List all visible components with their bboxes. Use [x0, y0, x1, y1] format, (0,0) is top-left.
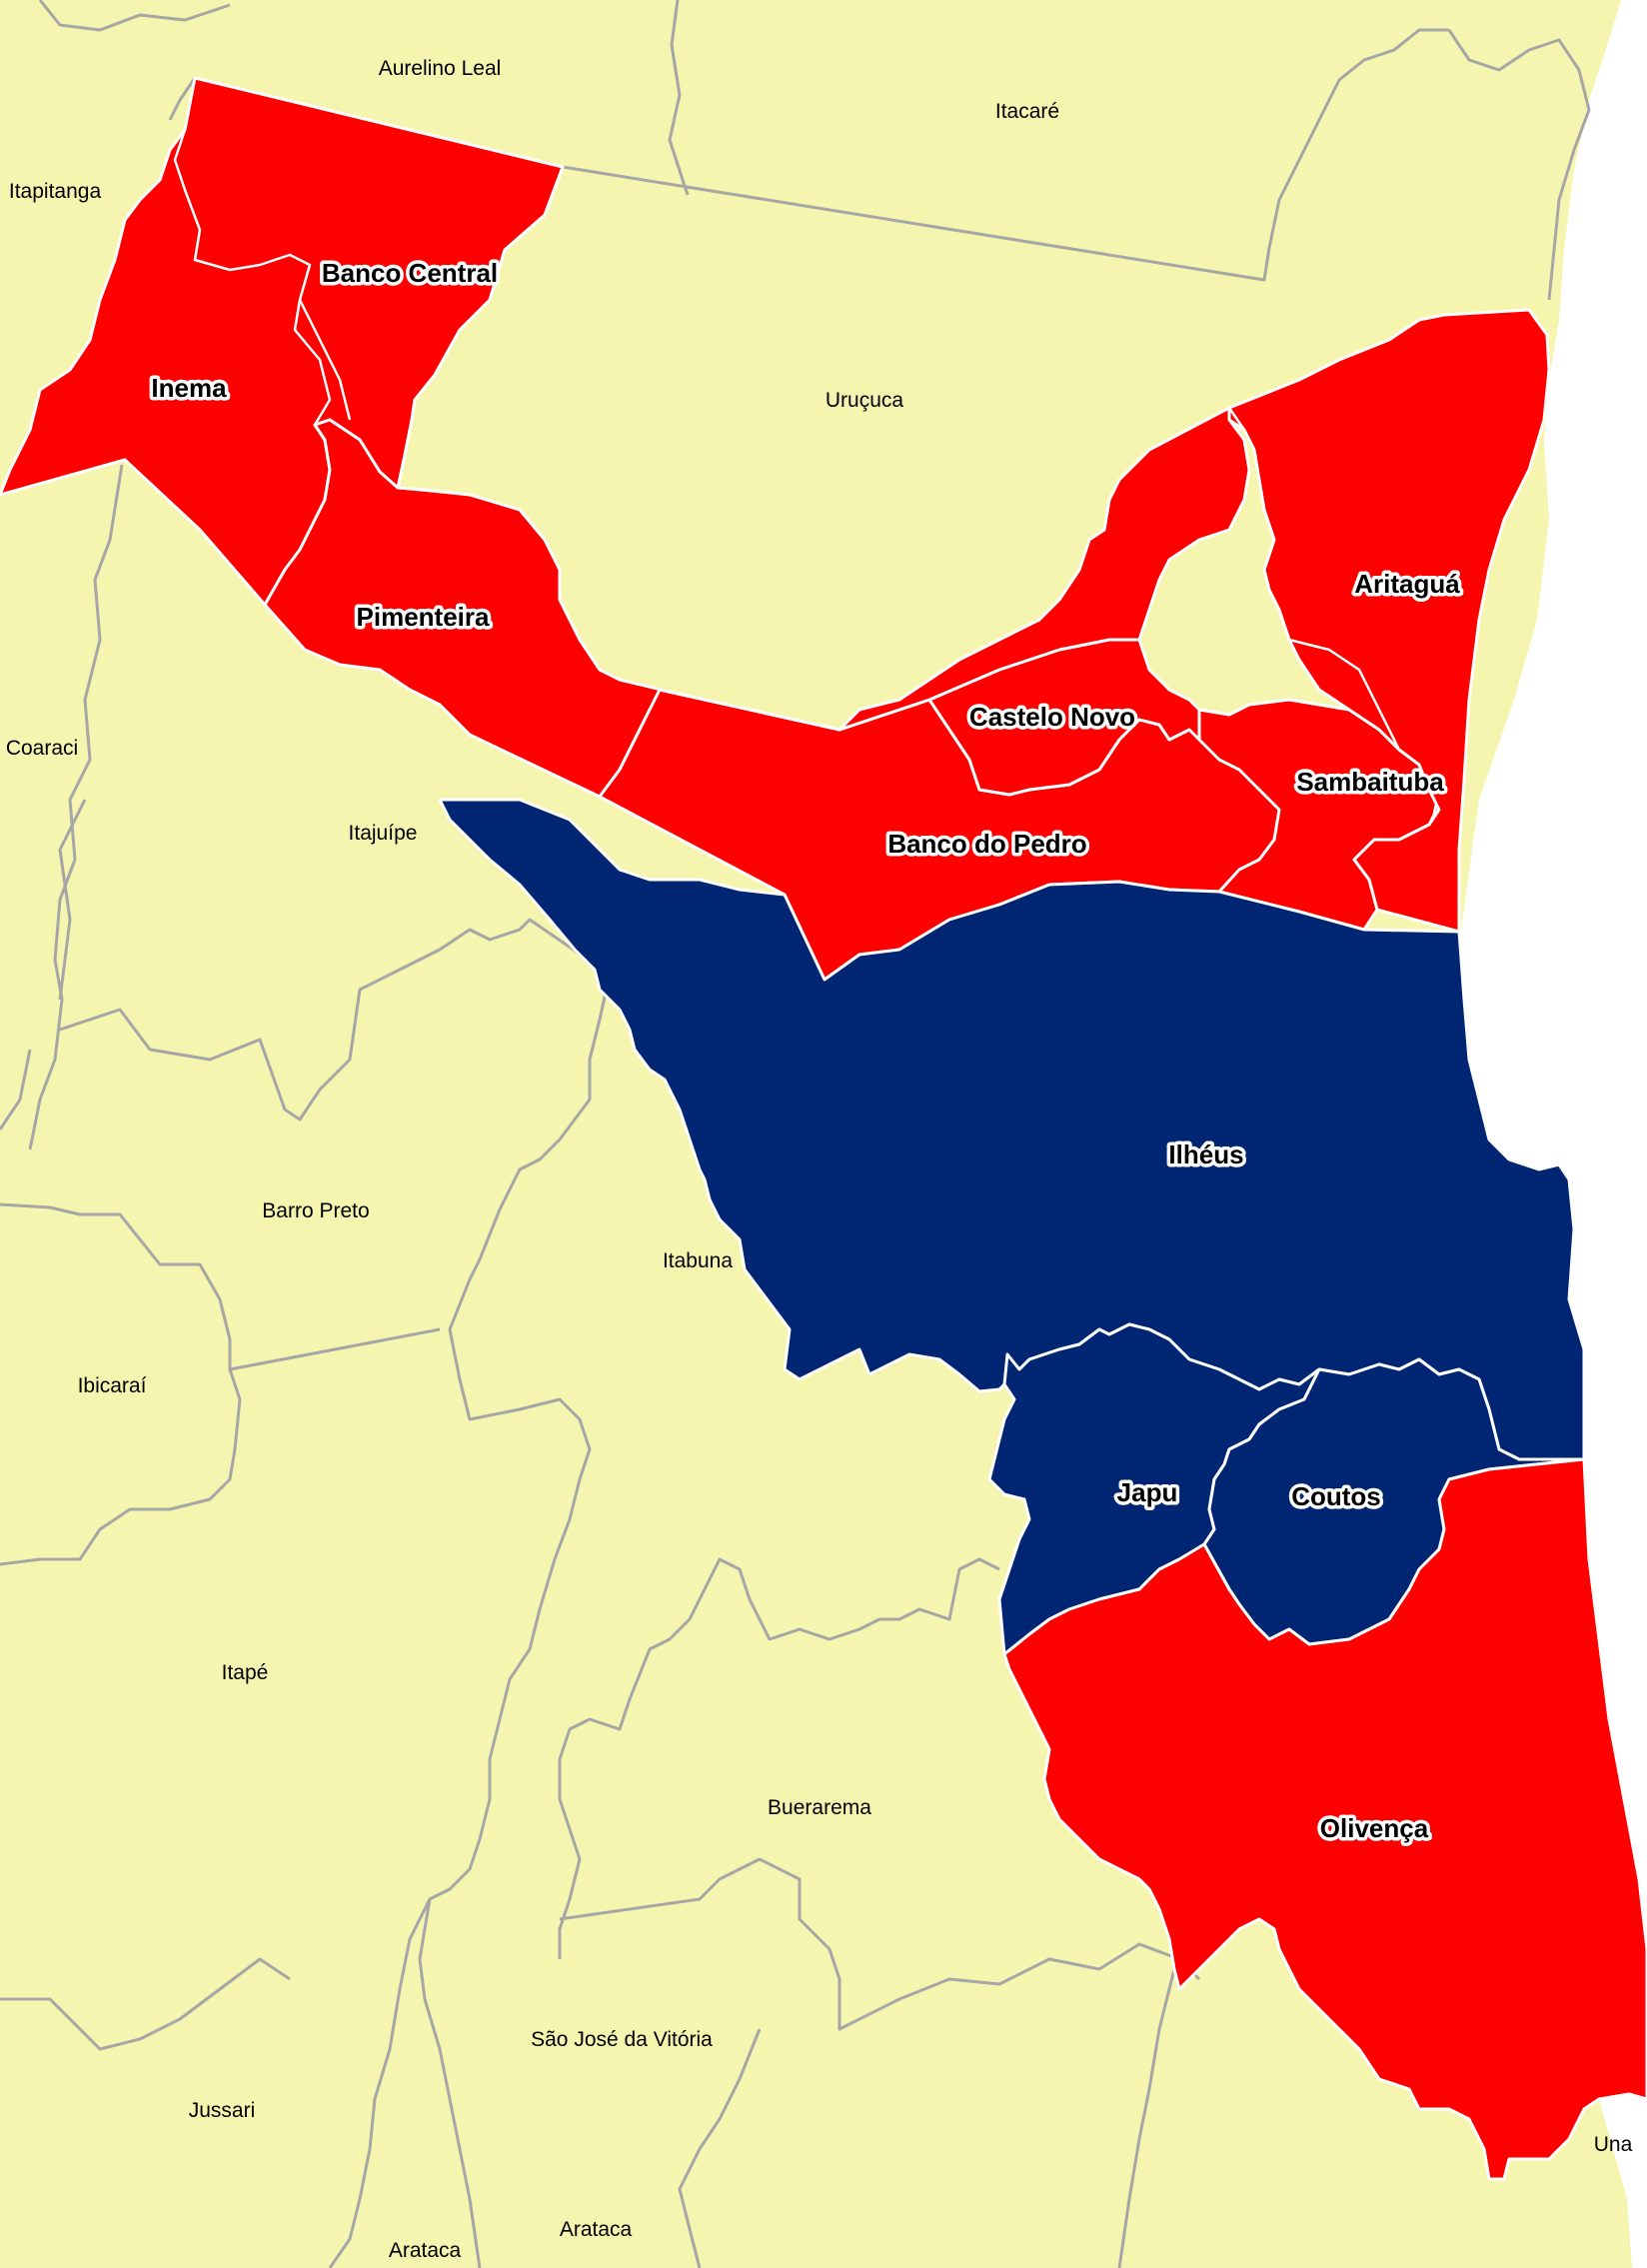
label-ibicarai: Ibicaraí — [78, 1374, 147, 1397]
border-itapitanga-north — [38, 0, 231, 32]
district-internal-borders — [173, 129, 1401, 1590]
label-arataca-2: Arataca — [389, 2239, 462, 2262]
label-coutos: Coutos — [1291, 1481, 1381, 1511]
border-ibicarai-itape — [0, 1368, 242, 1566]
border-barropreto-ibicarai — [0, 1202, 441, 1371]
label-coaraci: Coaraci — [6, 737, 78, 760]
label-barro-preto: Barro Preto — [262, 1199, 369, 1222]
label-olivenca: Olivença — [1320, 1813, 1429, 1843]
neighbor-labels: Aurelino Leal Itacaré Itapitanga Uruçuca… — [6, 57, 1633, 2262]
border-buerarema-sjv — [559, 1857, 1201, 2031]
border-aurelino-itacare — [668, 0, 690, 196]
label-banco-central: Banco Central — [322, 258, 498, 288]
label-banco-do-pedro: Banco do Pedro — [887, 829, 1086, 859]
label-urucuca: Uruçuca — [825, 389, 904, 412]
label-itacare: Itacaré — [995, 100, 1059, 123]
label-itajuipe: Itajuípe — [349, 822, 418, 845]
label-ilheus: Ilhéus — [1168, 1139, 1243, 1169]
label-itape: Itapé — [222, 1661, 269, 1684]
border-barropreto-itabuna — [448, 974, 612, 1480]
border-jussari-north — [0, 1957, 291, 2051]
label-aurelino-leal: Aurelino Leal — [379, 57, 502, 80]
district-castelo-novo-west[interactable] — [659, 406, 1251, 732]
label-pimenteira: Pimenteira — [357, 602, 490, 632]
label-japu: Japu — [1117, 1477, 1178, 1507]
district-labels: Banco Central Inema Pimenteira Aritaguá … — [148, 255, 1464, 1847]
border-aurelino-itapitanga — [168, 77, 197, 121]
label-jussari: Jussari — [189, 2099, 256, 2122]
border-coaraci-west — [28, 464, 124, 1150]
label-una: Una — [1594, 2133, 1633, 2156]
label-castelo-novo: Castelo Novo — [969, 702, 1135, 732]
label-sao-jose-da-vitoria: São José da Vitória — [531, 2028, 713, 2051]
border-barro-preto-west — [0, 1049, 32, 1131]
municipal-borders — [0, 0, 1591, 2268]
label-buerarema: Buerarema — [768, 1796, 871, 1819]
border-itacare-east — [1447, 29, 1591, 301]
label-itabuna: Itabuna — [663, 1249, 733, 1272]
label-inema: Inema — [151, 373, 227, 403]
border-itacare-urucuca — [562, 28, 1449, 282]
label-itapitanga: Itapitanga — [9, 180, 102, 203]
border-una-north — [1117, 1968, 1176, 2268]
border-sjv-arataca — [678, 2028, 762, 2268]
districts — [0, 76, 1647, 2181]
label-sambaituba: Sambaituba — [1296, 767, 1444, 797]
label-arataca-1: Arataca — [560, 2218, 633, 2241]
border-coaraci-itajuipe — [58, 799, 87, 1001]
district-olivenca[interactable] — [1002, 1457, 1647, 2181]
district-pimenteira[interactable] — [263, 418, 664, 799]
label-aritagua: Aritaguá — [1354, 569, 1460, 599]
border-itabuna-buerarema — [558, 1557, 1000, 1959]
border-itape-sjv-jussari — [418, 1898, 482, 2268]
border-itape-buerarema — [328, 1478, 582, 2268]
